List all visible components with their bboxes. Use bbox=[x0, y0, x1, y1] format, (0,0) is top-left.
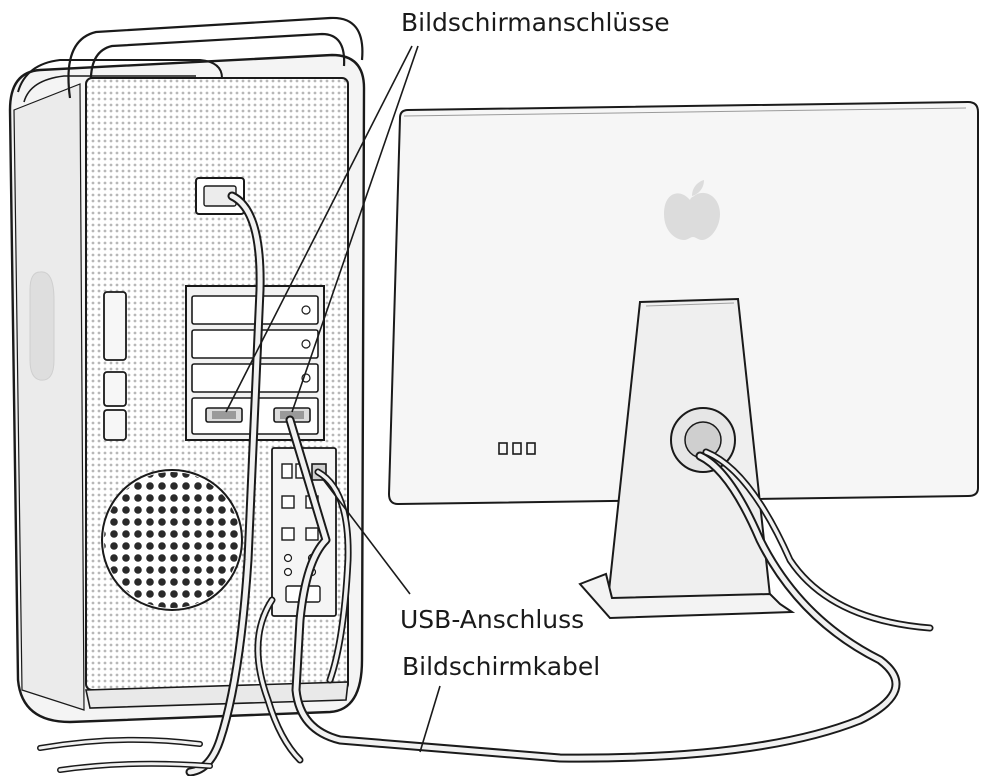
mac-pro-tower bbox=[10, 18, 364, 722]
label-usb-port: USB-Anschluss bbox=[400, 607, 584, 632]
leader-display-cable bbox=[420, 686, 440, 752]
monitor bbox=[389, 102, 978, 618]
label-display-cable: Bildschirmkabel bbox=[402, 654, 600, 679]
label-display-ports: Bildschirmanschlüsse bbox=[401, 10, 670, 35]
